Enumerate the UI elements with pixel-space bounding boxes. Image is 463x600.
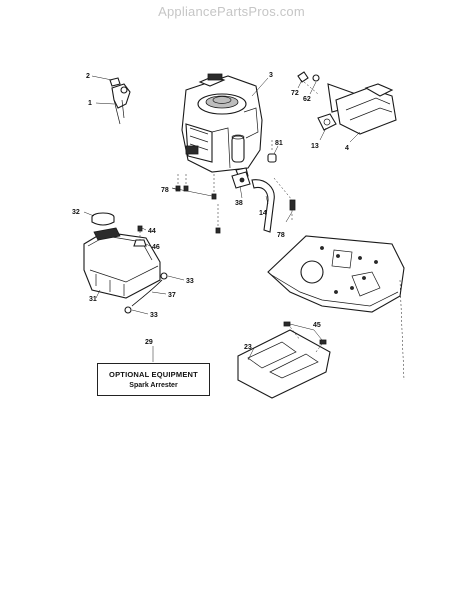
engine-mount-bolts[interactable] (175, 174, 221, 234)
watermark: AppliancePartsPros.com (158, 4, 305, 19)
tank-mount-screws[interactable] (133, 225, 147, 247)
callout-62: 62 (303, 96, 311, 103)
callout-3: 3 (269, 72, 273, 79)
part-81[interactable] (267, 140, 277, 163)
callout-78-upper: 78 (161, 187, 169, 194)
callout-29: 29 (145, 339, 153, 346)
callout-23: 23 (244, 344, 252, 351)
frame-plate (267, 235, 405, 313)
optional-equipment-box[interactable]: OPTIONAL EQUIPMENT Spark Arrester (97, 363, 210, 396)
throttle-control-part[interactable] (109, 77, 131, 125)
callout-38: 38 (235, 200, 243, 207)
fuel-line-part[interactable] (124, 272, 168, 314)
callout-14: 14 (259, 210, 267, 217)
callout-81: 81 (275, 140, 283, 147)
callout-33-lower: 33 (150, 312, 158, 319)
callout-44: 44 (148, 228, 156, 235)
callout-72: 72 (291, 90, 299, 97)
spark-arrester-label: Spark Arrester (129, 382, 178, 389)
callout-37: 37 (168, 292, 176, 299)
callout-32: 32 (72, 209, 80, 216)
callout-45: 45 (313, 322, 321, 329)
fuel-tank-part[interactable] (83, 212, 161, 299)
callout-46: 46 (152, 244, 160, 251)
callout-1: 1 (88, 100, 92, 107)
callout-31: 31 (89, 296, 97, 303)
callout-13: 13 (311, 143, 319, 150)
heat-shield-part[interactable] (237, 321, 331, 399)
callout-78-lower: 78 (277, 232, 285, 239)
callout-4: 4 (345, 145, 349, 152)
oil-drain-hose-part[interactable] (231, 171, 296, 233)
callout-2: 2 (86, 73, 90, 80)
optional-equipment-title: OPTIONAL EQUIPMENT (109, 370, 198, 379)
muffler-part[interactable] (297, 71, 397, 135)
engine-part[interactable] (181, 73, 263, 181)
callout-33-upper: 33 (186, 278, 194, 285)
